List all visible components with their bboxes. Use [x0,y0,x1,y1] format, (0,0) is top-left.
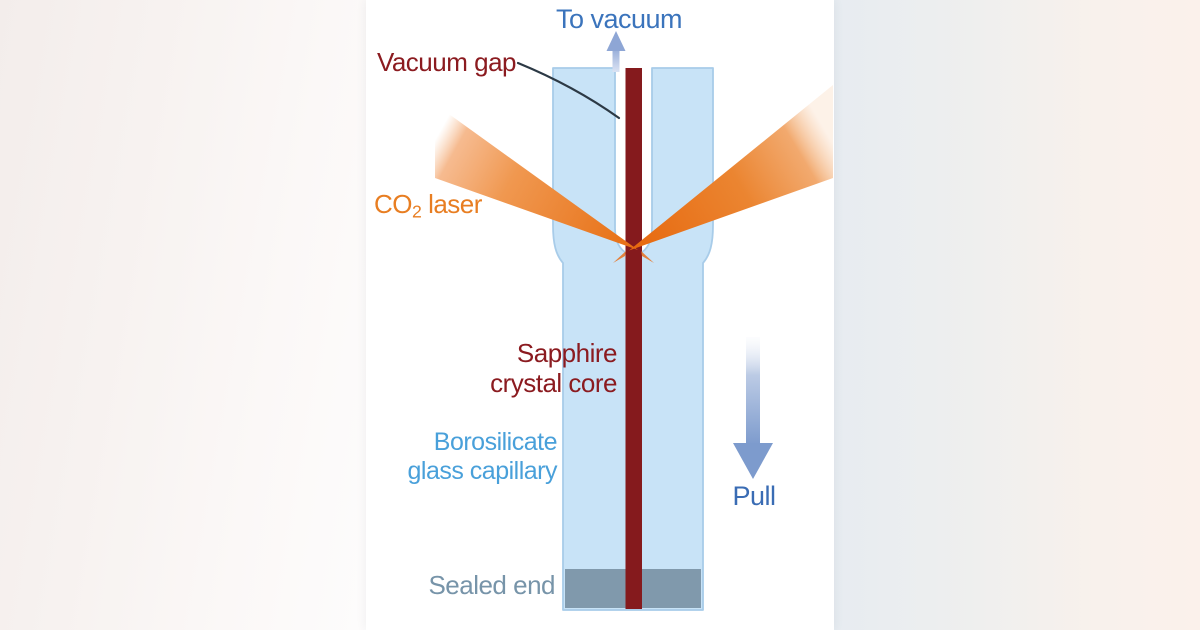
label-sealed-end: Sealed end [428,570,555,600]
sapphire-line1: Sapphire [516,338,618,368]
label-pull: Pull [732,481,776,511]
co2-laser-text-post: laser [421,189,482,219]
capillary-line1: Borosilicate [433,428,558,456]
fiber-drawing-diagram [435,31,833,611]
arrow-up-icon [606,31,626,72]
sapphire-core-shape [625,68,642,609]
sapphire-line2: crystal core [490,368,617,398]
background-right-gradient [834,0,1200,630]
co2-laser-text-pre: CO [374,189,413,219]
co2-laser-text-sub: 2 [412,201,422,222]
label-co2-laser: CO2 laser [374,189,482,222]
label-borosilicate-capillary: Borosilicate glass capillary [382,428,557,486]
laser-sliver-left [613,251,626,263]
label-sapphire-crystal-core: Sapphire crystal core [421,338,617,398]
label-to-vacuum: To vacuum [555,4,683,34]
label-vacuum-gap: Vacuum gap [376,47,517,77]
capillary-line2: glass capillary [407,457,557,485]
diagram-panel: To vacuum Vacuum gap CO2 laser Sapphire … [366,0,834,630]
arrow-down-icon [733,337,773,479]
laser-sliver-right [641,251,654,263]
pointer-line-icon [516,61,621,120]
laser-beam-right [629,85,833,251]
background-left-gradient [0,0,366,630]
laser-beam-left [435,104,638,250]
